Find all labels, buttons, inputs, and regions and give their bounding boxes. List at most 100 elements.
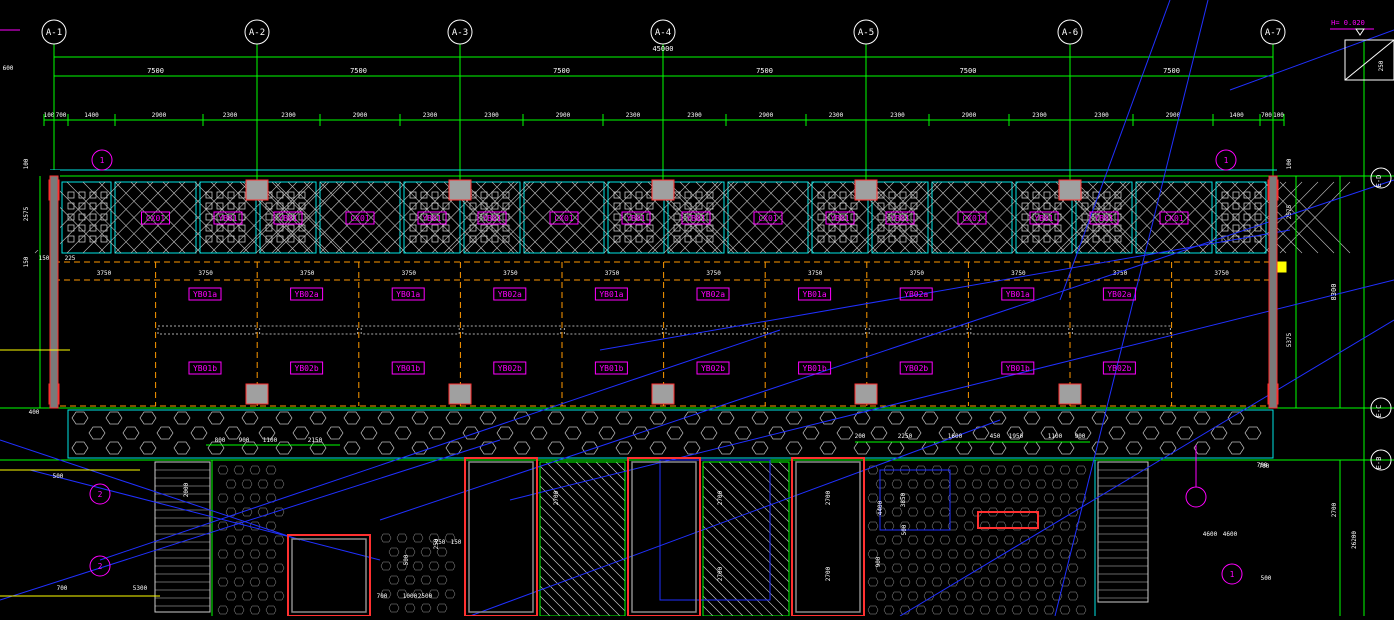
panel-label-box	[753, 211, 783, 225]
grid-cell	[817, 235, 825, 243]
hex-cell-icon	[217, 605, 229, 615]
hatch-line	[702, 565, 754, 617]
grid-cell	[1114, 235, 1122, 243]
hex-cell-icon	[265, 549, 277, 559]
grid-cell	[276, 224, 284, 232]
grid-cell	[1243, 202, 1251, 210]
hex-cell-icon	[479, 411, 497, 425]
hex-cell-icon	[241, 479, 253, 489]
overlay-line	[99, 329, 781, 561]
sub-dimension-text: 2900	[1166, 112, 1181, 119]
beam-dimension-text: 3750	[1113, 270, 1128, 277]
grid-cell	[227, 235, 235, 243]
hex-cell-icon	[1011, 465, 1023, 475]
hex-cell-icon	[273, 479, 285, 489]
hex-cell-icon	[265, 493, 277, 503]
hex-cell-icon	[883, 549, 895, 559]
hex-cell-icon	[1035, 563, 1047, 573]
slab-label-box	[798, 361, 832, 375]
hex-cell-icon	[173, 411, 191, 425]
hex-cell-icon	[1075, 605, 1087, 615]
column-icon	[448, 383, 472, 405]
hex-cell-icon	[972, 426, 990, 440]
sub-dimension-text: 100	[1273, 112, 1284, 119]
hex-cell-icon	[377, 441, 395, 455]
column-icon	[1058, 383, 1082, 405]
grid-cell	[287, 213, 295, 221]
grid-cell	[877, 191, 885, 199]
left-dimension-text: 600	[3, 65, 14, 72]
slab-label-box	[1001, 361, 1035, 375]
hatch-line	[587, 181, 659, 254]
grid-cell	[420, 224, 428, 232]
grid-cell	[502, 202, 510, 210]
grid-cell	[1021, 213, 1029, 221]
hex-cell-icon	[233, 521, 245, 531]
hex-cell-icon	[1176, 426, 1194, 440]
column-icon	[1058, 179, 1082, 201]
hex-cell-icon	[907, 507, 919, 517]
grid-cell	[491, 224, 499, 232]
side-wall	[49, 175, 59, 409]
hex-cell-icon	[632, 426, 650, 440]
hatch-line	[443, 181, 515, 254]
grid-cell	[817, 191, 825, 199]
lower-dimension-text: 900	[239, 437, 250, 444]
beam-dimension-text: 3750	[97, 270, 112, 277]
hatch-line	[1027, 181, 1099, 254]
hex-cell-icon	[899, 549, 911, 559]
grid-cell	[613, 213, 621, 221]
hex-cell-icon	[785, 441, 803, 455]
overlay-box	[659, 459, 771, 601]
hex-cell-icon	[1023, 411, 1041, 425]
sub-dimension-text: 2300	[829, 112, 844, 119]
grid-cell	[89, 235, 97, 243]
hatch-line	[778, 461, 790, 473]
upper-panel-cross	[931, 181, 1013, 254]
hex-cell-icon	[258, 426, 276, 440]
hex-cell-icon	[867, 521, 879, 531]
hatch-line	[82, 181, 154, 254]
sub-dimension-text: 2300	[626, 112, 641, 119]
hex-cell-icon	[939, 535, 951, 545]
hex-cell-icon	[380, 561, 392, 571]
grid-cell	[828, 202, 836, 210]
grid-cell	[480, 213, 488, 221]
hex-cell-icon	[751, 441, 769, 455]
grid-cell	[1081, 213, 1089, 221]
hatch-line	[947, 181, 1019, 254]
grid-cell	[1254, 213, 1262, 221]
sub-dimension-text: 1400	[84, 112, 99, 119]
beam-dimension-text: 3750	[503, 270, 518, 277]
callout-marker-text: 1	[1230, 570, 1235, 579]
grid-cell	[1081, 191, 1089, 199]
slab-strip	[665, 325, 765, 335]
hatch-line	[1151, 181, 1223, 254]
hex-cell-icon	[156, 426, 174, 440]
hex-cell-icon	[1035, 591, 1047, 601]
hex-cell-icon	[1067, 507, 1079, 517]
grid-cell	[877, 224, 885, 232]
hex-cell-icon	[1003, 563, 1015, 573]
level-detail-line	[1344, 39, 1394, 81]
hex-cell-icon	[963, 521, 975, 531]
hex-cell-icon	[1051, 507, 1063, 517]
grid-cell	[67, 224, 75, 232]
grid-cell	[205, 224, 213, 232]
hatch-line	[702, 505, 790, 593]
lower-dimension-text: 2700	[717, 566, 724, 581]
grid-cell	[1254, 202, 1262, 210]
grid-cell	[1114, 224, 1122, 232]
grid-cell	[899, 202, 907, 210]
grid-cell	[1021, 202, 1029, 210]
grid-cell	[1254, 224, 1262, 232]
hatch-line	[539, 495, 626, 582]
callout-marker-icon	[1215, 149, 1237, 171]
lower-dimension-text: 4600	[1223, 531, 1238, 538]
hex-cell-icon	[931, 605, 943, 615]
grid-cell	[1243, 191, 1251, 199]
right-dimension-text: 500	[1261, 575, 1272, 582]
hex-cell-icon	[249, 549, 261, 559]
